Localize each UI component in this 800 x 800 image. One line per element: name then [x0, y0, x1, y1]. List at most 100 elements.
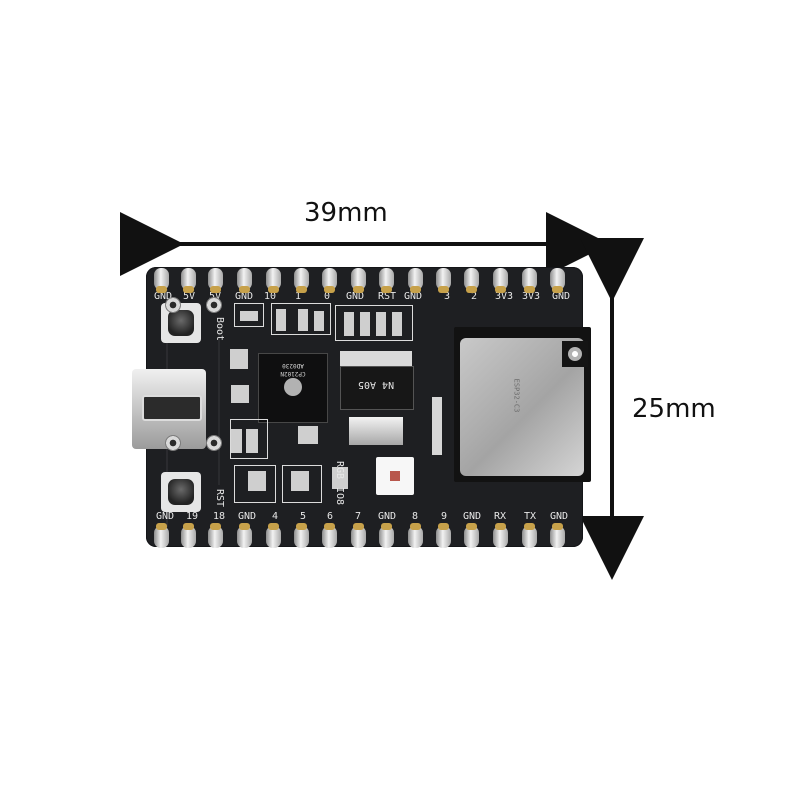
bottom-label-8: 7: [354, 511, 362, 522]
bottom-label-10: 8: [411, 511, 419, 522]
bottom-label-9: GND: [377, 511, 397, 522]
silk-outline: [230, 419, 268, 459]
smd-part: [298, 309, 308, 331]
reset-button[interactable]: [161, 472, 201, 512]
top-pin-13[interactable]: [493, 268, 508, 293]
bottom-pin-10[interactable]: [408, 523, 423, 548]
top-label-4: GND: [234, 291, 254, 302]
bottom-label-12: GND: [462, 511, 482, 522]
top-pin-10[interactable]: [408, 268, 423, 293]
bottom-pin-15[interactable]: [550, 523, 565, 548]
top-pin-9[interactable]: [379, 268, 394, 293]
top-pin-3[interactable]: [208, 268, 223, 293]
rgb-led-core: [390, 471, 400, 481]
bottom-label-1: GND: [155, 511, 175, 522]
chip-code: AD0230: [282, 362, 304, 369]
smd-part: [344, 312, 354, 336]
top-pin-6[interactable]: [294, 268, 309, 293]
smd-part: [291, 471, 309, 491]
top-pin-15[interactable]: [550, 268, 565, 293]
module-label: ESP32-C3: [512, 378, 521, 413]
top-label-13: 3V3: [494, 291, 514, 302]
bottom-pin-4[interactable]: [237, 523, 252, 548]
bottom-pin-14[interactable]: [522, 523, 537, 548]
smd-part: [246, 429, 258, 453]
bottom-label-4: GND: [237, 511, 257, 522]
bottom-label-14: TX: [523, 511, 537, 522]
top-pin-2[interactable]: [181, 268, 196, 293]
top-pin-1[interactable]: [154, 268, 169, 293]
bottom-pin-12[interactable]: [464, 523, 479, 548]
smd-part: [298, 426, 318, 444]
width-label: 39mm: [304, 198, 388, 228]
esp32-c3-board: GND 5V 5V GND 10 1 0 GND RST GND 3 2 3V3…: [132, 267, 591, 547]
smd-part: [276, 309, 286, 331]
top-label-15: GND: [551, 291, 571, 302]
bottom-pin-3[interactable]: [208, 523, 223, 548]
regulator-tab: [340, 351, 412, 367]
bottom-label-3: 18: [212, 511, 226, 522]
smd-part: [248, 471, 266, 491]
top-pin-8[interactable]: [351, 268, 366, 293]
smd-part: [376, 312, 386, 336]
reset-label: RST: [214, 488, 225, 508]
top-pin-14[interactable]: [522, 268, 537, 293]
chip-label: CP2102N: [280, 370, 306, 377]
regulator-foot: [349, 417, 403, 445]
bottom-label-13: RX: [493, 511, 507, 522]
bottom-pin-9[interactable]: [379, 523, 394, 548]
pad: [206, 435, 222, 451]
top-pin-5[interactable]: [266, 268, 281, 293]
smd-part: [230, 429, 242, 453]
silk-outline: [234, 465, 276, 503]
pad: [165, 297, 181, 313]
bottom-pin-1[interactable]: [154, 523, 169, 548]
smd-part: [392, 312, 402, 336]
rgb-label: RGB: [334, 460, 345, 480]
top-pin-7[interactable]: [322, 268, 337, 293]
top-label-11: 3: [443, 291, 451, 302]
smd-part: [231, 385, 249, 403]
smd-part: [314, 311, 324, 331]
usb-port: [142, 395, 202, 421]
top-label-6: 1: [294, 291, 302, 302]
silk-outline: [335, 305, 413, 341]
top-label-8: GND: [345, 291, 365, 302]
top-label-1: GND: [153, 291, 173, 302]
bottom-pin-5[interactable]: [266, 523, 281, 548]
pad: [165, 435, 181, 451]
chip-logo: [284, 378, 302, 396]
top-pin-11[interactable]: [436, 268, 451, 293]
top-label-14: 3V3: [521, 291, 541, 302]
bottom-label-2: 19: [185, 511, 199, 522]
silk-outline: [271, 303, 331, 335]
pad: [206, 297, 222, 313]
top-label-12: 2: [470, 291, 478, 302]
bottom-label-15: GND: [549, 511, 569, 522]
regulator-label: N4 A05: [357, 379, 395, 390]
bottom-pin-8[interactable]: [351, 523, 366, 548]
smd-part: [360, 312, 370, 336]
bottom-label-5: 4: [271, 511, 279, 522]
silk-outline: [282, 465, 322, 503]
top-pin-12[interactable]: [464, 268, 479, 293]
io8-label: IO8: [334, 486, 345, 506]
bottom-pin-11[interactable]: [436, 523, 451, 548]
bottom-label-7: 6: [326, 511, 334, 522]
bottom-pin-7[interactable]: [322, 523, 337, 548]
top-label-3: 5V: [200, 292, 230, 302]
boot-label: Boot: [214, 317, 225, 342]
bottom-pin-13[interactable]: [493, 523, 508, 548]
bottom-label-6: 5: [299, 511, 307, 522]
smd-part: [230, 349, 248, 369]
bottom-label-11: 9: [440, 511, 448, 522]
smd-part: [240, 311, 258, 321]
top-pin-4[interactable]: [237, 268, 252, 293]
top-label-2: 5V: [182, 291, 196, 302]
bottom-pin-6[interactable]: [294, 523, 309, 548]
top-label-9: RST: [377, 291, 397, 302]
voltage-regulator: [340, 366, 414, 410]
bottom-pin-2[interactable]: [181, 523, 196, 548]
top-label-7: 0: [323, 291, 331, 302]
